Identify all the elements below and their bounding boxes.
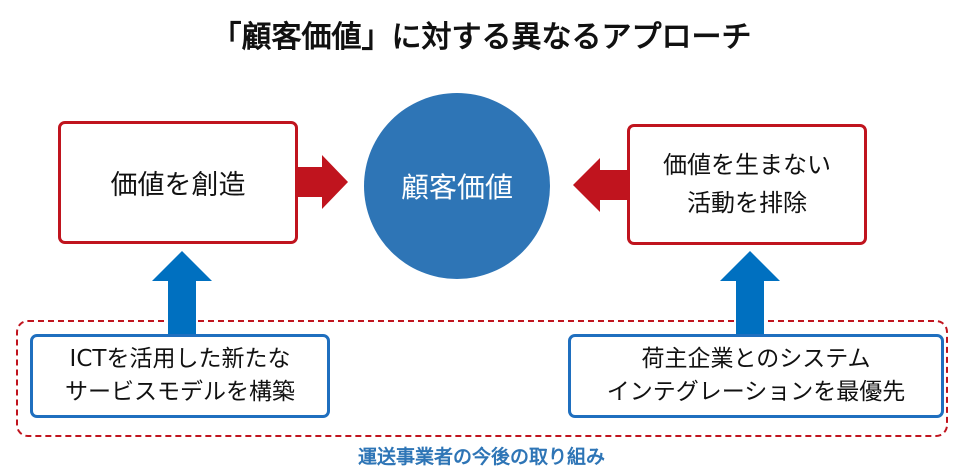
customer-value-label: 顧客価値 bbox=[400, 171, 513, 204]
blue-arrow-up-right bbox=[720, 251, 780, 337]
system-integration-line2: インテグレーションを最優先 bbox=[606, 379, 906, 405]
customer-value-circle: 顧客価値 bbox=[364, 93, 550, 279]
initiatives-group-border bbox=[16, 320, 948, 437]
group-caption: 運送事業者の今後の取り組み bbox=[357, 446, 605, 468]
red-arrow-left bbox=[573, 158, 629, 212]
eliminate-waste-box: 価値を生まない 活動を排除 bbox=[627, 124, 867, 245]
system-integration-line1: 荷主企業とのシステム bbox=[641, 345, 871, 372]
create-value-label: 価値を創造 bbox=[110, 170, 246, 201]
ict-service-line1: ICTを活用した新たな bbox=[69, 345, 291, 372]
ict-service-model-box: ICTを活用した新たな サービスモデルを構築 bbox=[30, 334, 330, 418]
ict-service-line2: サービスモデルを構築 bbox=[65, 379, 295, 405]
eliminate-waste-line2: 活動を排除 bbox=[687, 188, 807, 217]
diagram-title: 「顧客価値」に対する異なるアプローチ bbox=[211, 20, 752, 55]
create-value-box: 価値を創造 bbox=[58, 121, 298, 244]
eliminate-waste-line1: 価値を生まない bbox=[663, 151, 831, 180]
red-arrow-right bbox=[298, 155, 348, 209]
blue-arrow-up-left bbox=[152, 251, 212, 337]
system-integration-box: 荷主企業とのシステム インテグレーションを最優先 bbox=[568, 334, 944, 418]
